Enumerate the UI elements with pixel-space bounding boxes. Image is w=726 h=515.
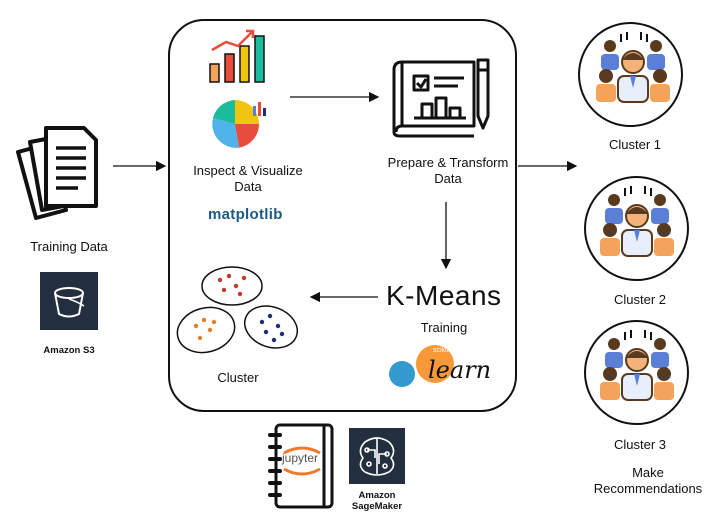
cluster-3-label: Cluster 3 bbox=[613, 437, 667, 452]
prepare-transform-label: Prepare & Transform Data bbox=[387, 155, 509, 186]
cluster-3-circle bbox=[584, 320, 689, 425]
jupyter-notebook-icon bbox=[268, 423, 334, 509]
sklearn-small-text: scikit bbox=[433, 347, 449, 354]
make-recommendations-label: Make Recommendations bbox=[593, 465, 703, 496]
cluster-3-people-icon bbox=[600, 330, 674, 401]
cluster-label: Cluster bbox=[217, 370, 259, 385]
documents-icon bbox=[16, 126, 98, 220]
sagemaker-label: Amazon SageMaker bbox=[351, 490, 403, 512]
sklearn-learn-text: learn bbox=[428, 356, 492, 384]
training-data-label: Training Data bbox=[30, 239, 108, 254]
sagemaker-workflow-box bbox=[168, 19, 517, 412]
inspect-visualize-label: Inspect & Visualize Data bbox=[193, 163, 303, 194]
matplotlib-logo: matplotlib bbox=[208, 206, 283, 223]
cluster-1-label: Cluster 1 bbox=[608, 137, 662, 152]
pie-chart-icon bbox=[212, 100, 266, 148]
kmeans-title: K-Means bbox=[386, 280, 502, 311]
jupyter-logo-text: jupyter bbox=[282, 451, 319, 465]
sagemaker-icon bbox=[349, 428, 405, 484]
cluster-2-circle bbox=[584, 176, 689, 281]
cluster-2-people-icon bbox=[600, 186, 674, 257]
sklearn-logo: scikit learn bbox=[388, 344, 491, 390]
cluster-1-people-icon bbox=[596, 32, 670, 103]
blueprint-icon bbox=[392, 58, 490, 138]
s3-label: Amazon S3 bbox=[43, 345, 95, 356]
s3-bucket-icon bbox=[40, 272, 98, 330]
cluster-2-label: Cluster 2 bbox=[613, 292, 667, 307]
training-label: Training bbox=[420, 320, 468, 335]
bar-chart-icon bbox=[209, 29, 265, 83]
cluster-icon bbox=[176, 266, 299, 354]
